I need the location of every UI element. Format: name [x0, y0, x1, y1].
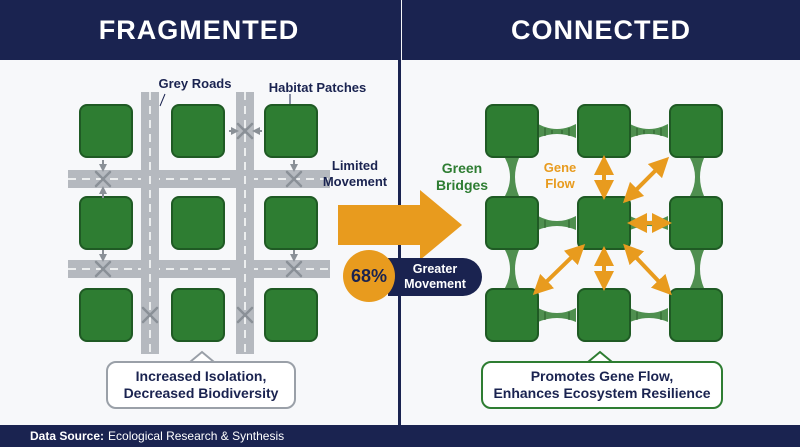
- habitat-patch: [171, 196, 225, 250]
- label-flow-line1: Gene: [543, 160, 577, 175]
- habitat-patch: [79, 104, 133, 158]
- road-horizontal-bottom: [68, 260, 330, 278]
- caption-fragmented: Increased Isolation, Decreased Biodivers…: [106, 361, 296, 409]
- habitat-patch: [79, 196, 133, 250]
- label-green-bridges: Green Bridges: [432, 160, 492, 194]
- blocked-x-icon: [285, 170, 303, 188]
- habitat-patch: [264, 288, 318, 342]
- caption-connected-line2: Enhances Ecosystem Resilience: [493, 385, 711, 401]
- gene-flow-arrow: [622, 156, 670, 204]
- label-limited-line2: Movement: [322, 174, 388, 189]
- habitat-patch: [669, 196, 723, 250]
- blocked-x-icon: [236, 122, 254, 140]
- habitat-patch: [669, 288, 723, 342]
- habitat-patch: [669, 104, 723, 158]
- gene-flow-arrow: [532, 244, 586, 295]
- road-horizontal-top: [68, 170, 330, 188]
- blocked-x-icon: [236, 306, 254, 324]
- habitat-patch: [577, 288, 631, 342]
- label-grey-roads: Grey Roads: [158, 76, 232, 91]
- caption-connected-line1: Promotes Gene Flow,: [530, 368, 674, 384]
- blocked-x-icon: [94, 260, 112, 278]
- source-text: Ecological Research & Synthesis: [108, 429, 285, 443]
- caption-fragmented-line1: Increased Isolation,: [135, 368, 267, 384]
- habitat-patch: [577, 196, 631, 250]
- fragmented-title: FRAGMENTED: [0, 0, 398, 60]
- footer-bar: Data Source: Ecological Research & Synth…: [0, 425, 800, 447]
- habitat-patch: [485, 104, 539, 158]
- road-vertical-right: [236, 92, 254, 354]
- label-limited-movement: Limited Movement: [315, 158, 395, 190]
- connected-title: CONNECTED: [402, 0, 800, 60]
- caption-connected: Promotes Gene Flow, Enhances Ecosystem R…: [481, 361, 723, 409]
- habitat-patch: [79, 288, 133, 342]
- habitat-patch: [264, 196, 318, 250]
- stat-label-pill: Greater Movement: [388, 258, 482, 296]
- habitat-patch: [171, 104, 225, 158]
- label-gene-flow: Gene Flow: [535, 160, 585, 192]
- habitat-patch: [485, 196, 539, 250]
- source-label: Data Source:: [30, 429, 105, 443]
- habitat-patch: [171, 288, 225, 342]
- label-habitat-patches: Habitat Patches: [268, 80, 367, 95]
- blocked-crossings: [94, 122, 303, 324]
- caption-fragmented-line2: Decreased Biodiversity: [123, 385, 279, 401]
- habitat-patch: [577, 104, 631, 158]
- transition-arrow: [338, 190, 462, 260]
- blocked-x-icon: [94, 170, 112, 188]
- gene-flow-arrows: [532, 155, 672, 296]
- label-flow-line2: Flow: [545, 176, 575, 191]
- stat-label-line1: Greater: [412, 262, 458, 276]
- habitat-patch: [264, 104, 318, 158]
- label-bridges-line2: Bridges: [435, 177, 489, 193]
- limited-movement-arrows: [99, 127, 298, 262]
- blocked-x-icon: [285, 260, 303, 278]
- habitat-patch: [485, 288, 539, 342]
- stat-value-badge: 68%: [343, 250, 395, 302]
- gene-flow-arrow: [623, 243, 672, 296]
- label-limited-line1: Limited: [331, 158, 379, 173]
- roads-pointer: [159, 93, 166, 107]
- habitat-patches-connected: [485, 104, 723, 342]
- blocked-x-icon: [141, 306, 159, 324]
- label-bridges-line1: Green: [441, 160, 483, 176]
- road-vertical-left: [141, 92, 159, 354]
- habitat-patches-fragmented: [79, 104, 318, 342]
- stat-label-line2: Movement: [404, 277, 466, 291]
